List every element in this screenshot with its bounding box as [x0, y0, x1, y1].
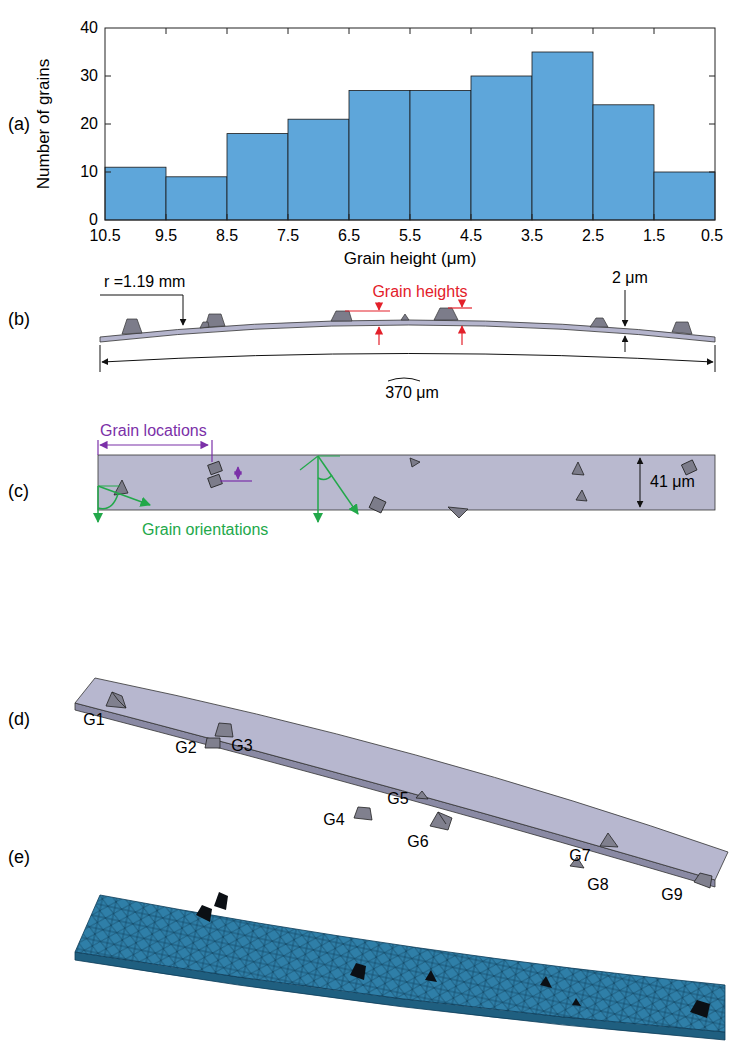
dimension-label: 370 μm — [385, 384, 439, 402]
axis-tick: 10.5 — [89, 227, 120, 245]
axes — [105, 28, 715, 220]
grain-label: G2 — [175, 739, 196, 757]
axis-tick: 7.5 — [277, 227, 299, 245]
beam-top-view — [98, 455, 715, 518]
grain-label: G4 — [323, 811, 344, 829]
meshed-model — [75, 892, 725, 1040]
dimension-label: r =1.19 mm — [104, 273, 185, 291]
dimension-label: 2 μm — [612, 269, 648, 287]
axis-tick: 1.5 — [643, 227, 665, 245]
grain-label: G8 — [587, 876, 608, 894]
grain-label: G5 — [387, 790, 408, 808]
grain-label: G1 — [83, 711, 104, 729]
axis-tick: 0.5 — [701, 227, 723, 245]
axis-tick: 20 — [80, 115, 98, 133]
axis-title: Number of grains — [35, 59, 54, 189]
grain-label: G9 — [661, 886, 682, 904]
axis-title: Grain height (μm) — [344, 250, 477, 269]
annotation-label: Grain heights — [372, 283, 467, 301]
dimension-lines — [100, 290, 715, 381]
grain-label: G7 — [569, 847, 590, 865]
panel-letter: (b) — [8, 310, 30, 330]
axis-tick: 9.5 — [155, 227, 177, 245]
panel-letter: (e) — [8, 848, 30, 868]
orientation-markers — [98, 456, 358, 522]
dimension-lines — [640, 458, 641, 507]
axis-tick: 40 — [80, 19, 98, 37]
beam-3d-model — [75, 678, 728, 888]
dimension-label: 41 μm — [650, 473, 695, 491]
grain-label: G6 — [407, 833, 428, 851]
axis-tick: 8.5 — [216, 227, 238, 245]
axis-tick: 30 — [80, 67, 98, 85]
annotation-label: Grain locations — [100, 422, 207, 440]
axis-tick: 10 — [80, 163, 98, 181]
histogram — [105, 52, 715, 220]
panel-letter: (d) — [8, 710, 30, 730]
axis-tick: 4.5 — [460, 227, 482, 245]
axis-tick: 2.5 — [582, 227, 604, 245]
axis-tick: 0 — [89, 211, 98, 229]
axis-tick: 3.5 — [521, 227, 543, 245]
axis-tick: 5.5 — [399, 227, 421, 245]
grain-label: G3 — [231, 737, 252, 755]
location-markers — [98, 440, 252, 481]
panel-letter: (a) — [8, 115, 30, 135]
annotation-label: Grain orientations — [142, 521, 268, 539]
axis-tick: 6.5 — [338, 227, 360, 245]
beam-side-view — [100, 308, 715, 342]
height-markers — [345, 302, 472, 345]
panel-letter: (c) — [8, 482, 29, 502]
